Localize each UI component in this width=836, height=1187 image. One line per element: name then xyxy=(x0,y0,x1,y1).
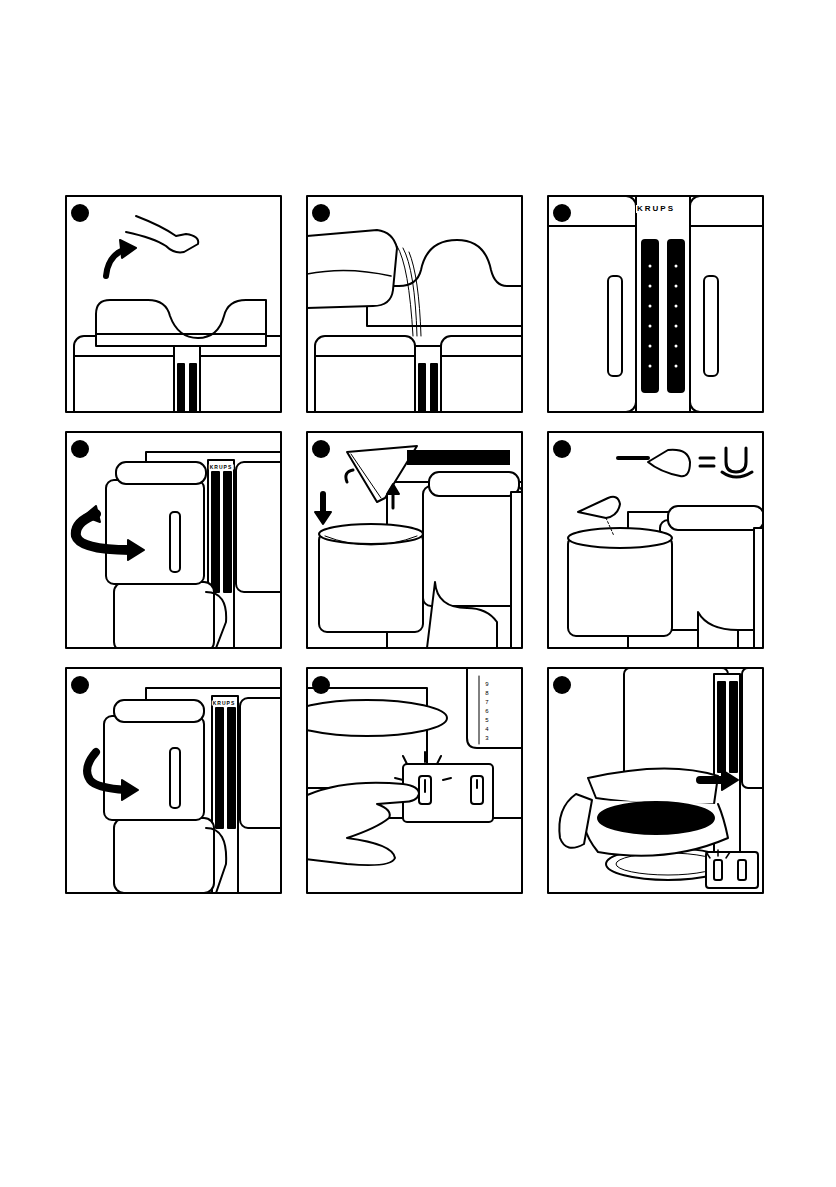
step-panel xyxy=(66,668,300,893)
brand-logo: KRUPS xyxy=(636,205,676,213)
scale-number: 9 xyxy=(484,681,489,687)
step-panel xyxy=(307,196,541,426)
step-panel xyxy=(548,432,778,648)
step-panel xyxy=(66,196,300,426)
step-panel xyxy=(66,432,296,652)
step-panel xyxy=(287,668,522,893)
step-panel xyxy=(307,432,537,648)
scale-number: 7 xyxy=(484,699,489,705)
step-panel xyxy=(548,668,782,893)
scale-number: 3 xyxy=(484,735,489,741)
scale-number: 6 xyxy=(484,708,489,714)
scale-number: 5 xyxy=(484,717,489,723)
scale-number: 4 xyxy=(484,726,489,732)
brand-logo: KRUPS xyxy=(209,465,234,470)
brand-logo: KRUPS xyxy=(212,701,237,706)
step-panel xyxy=(528,196,800,412)
scale-number: 8 xyxy=(484,690,489,696)
